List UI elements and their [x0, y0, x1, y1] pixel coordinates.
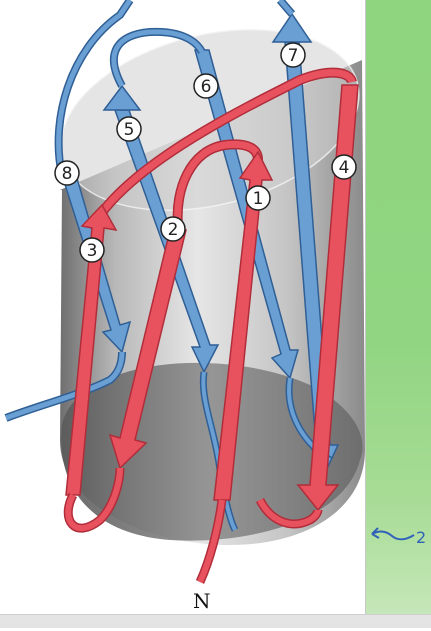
strand-label-5: 5	[116, 116, 142, 142]
svg-text:5: 5	[124, 120, 135, 140]
svg-text:7: 7	[288, 46, 299, 66]
beta-barrel-svg: 1 2 3 4 5 6 7 8 N	[4, 0, 365, 613]
strand-2-shape	[108, 229, 187, 470]
svg-text:2: 2	[168, 220, 179, 240]
strand-label-6: 6	[193, 73, 219, 99]
strand-labels: 1 2 3 4 5 6 7 8	[54, 42, 357, 263]
strand-1-shape	[213, 150, 274, 501]
strand-4-shape	[296, 84, 359, 512]
strand-label-2: 2	[160, 216, 186, 242]
side-panel: 2	[365, 0, 431, 627]
strand-3-shape	[65, 203, 118, 496]
side-panel-svg: 2	[371, 527, 426, 547]
strand-label-8: 8	[54, 160, 80, 186]
svg-text:8: 8	[62, 164, 73, 184]
svg-text:1: 1	[253, 189, 264, 209]
annotation-number: 2	[416, 528, 426, 547]
strand-label-1: 1	[245, 185, 271, 211]
red-strands	[63, 67, 359, 584]
annotation-arrow-icon	[371, 530, 415, 541]
svg-text:4: 4	[339, 158, 350, 178]
strand-label-3: 3	[79, 237, 105, 263]
strand-label-7: 7	[280, 42, 306, 68]
svg-text:3: 3	[87, 241, 98, 261]
beta-barrel-diagram: 1 2 3 4 5 6 7 8 N	[4, 0, 365, 613]
bottom-strip	[0, 614, 431, 628]
strand-label-4: 4	[331, 154, 357, 180]
svg-text:6: 6	[201, 77, 212, 97]
n-terminus-label: N	[193, 589, 211, 613]
